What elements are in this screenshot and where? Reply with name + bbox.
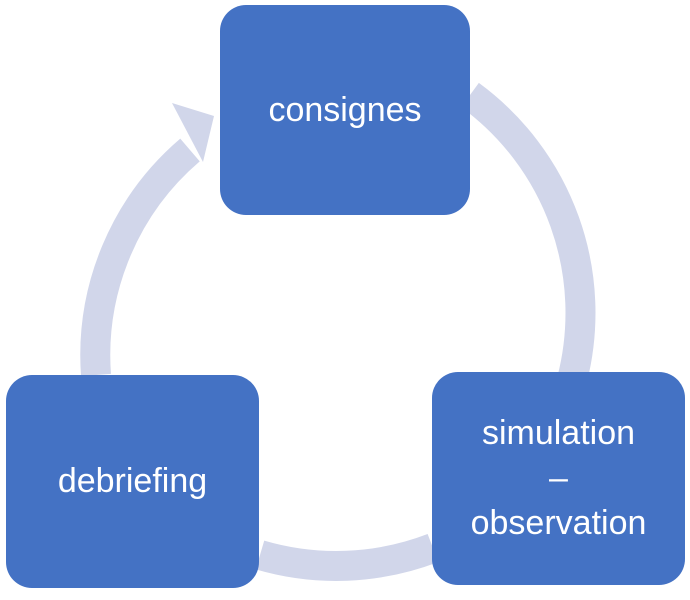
cycle-arc-debriefing-to-consignes xyxy=(80,138,200,377)
node-simulation-observation-label: simulation – observation xyxy=(470,414,647,542)
node-consignes-label: consignes xyxy=(268,90,422,129)
cycle-arc-consignes-to-simulation xyxy=(461,82,596,384)
node-simulation-observation: simulation – observation xyxy=(432,372,685,585)
cycle-arc-simulation-to-debriefing xyxy=(255,533,439,581)
node-consignes: consignes xyxy=(220,5,470,215)
node-debriefing-label: debriefing xyxy=(57,462,208,501)
node-debriefing: debriefing xyxy=(6,375,259,588)
cycle-arrowhead-icon xyxy=(172,103,214,162)
